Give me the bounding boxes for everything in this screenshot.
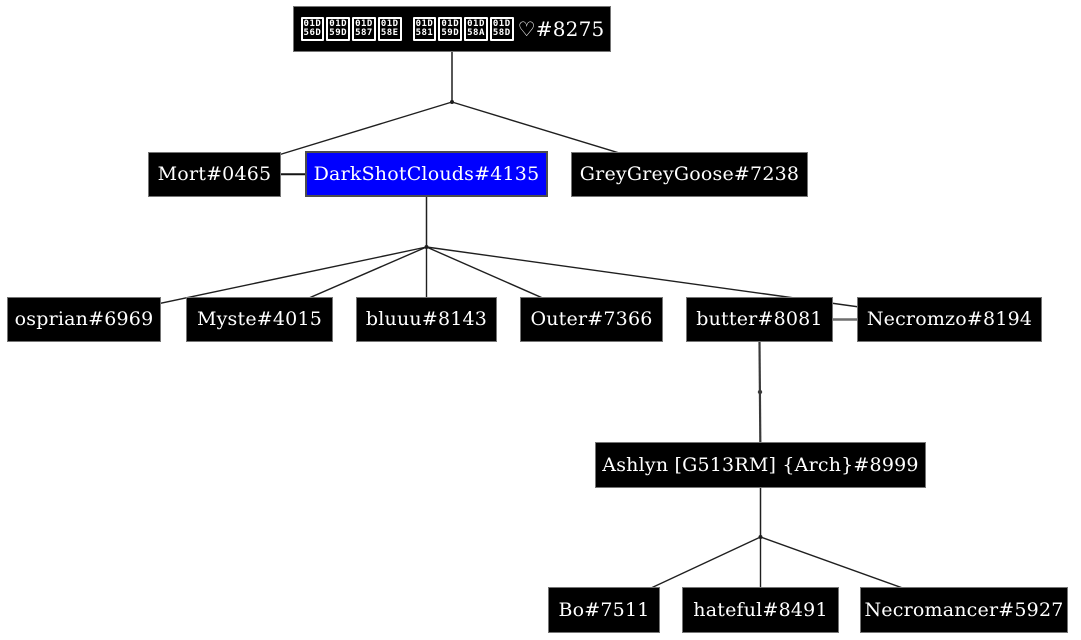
node-label: Myste#4015 <box>196 308 323 330</box>
node-label: GreyGreyGoose#7238 <box>579 163 800 185</box>
node-label: Outer#7366 <box>530 308 653 330</box>
tree-node-hateful: hateful#8491 <box>682 587 839 633</box>
tree-node-necromancer: Necromancer#5927 <box>860 587 1068 633</box>
tree-node-myste: Myste#4015 <box>186 297 333 342</box>
node-label: Bo#7511 <box>558 598 650 621</box>
node-label: hateful#8491 <box>693 598 828 621</box>
node-label: Ashlyn [G513RM] {Arch}#8999 <box>602 453 919 476</box>
branch-point-dot <box>757 389 763 395</box>
tree-node-necromzo: Necromzo#8194 <box>857 297 1042 342</box>
node-label: ♡#8275 <box>517 17 605 41</box>
tree-node-darkshotclouds: DarkShotClouds#4135 <box>305 151 548 197</box>
node-label: Necromancer#5927 <box>864 598 1064 621</box>
tree-node-mort: Mort#0465 <box>148 152 281 197</box>
tree-node-ashlyn: Ashlyn [G513RM] {Arch}#8999 <box>595 442 926 488</box>
node-label: bluuu#8143 <box>365 308 488 330</box>
tree-node-greygreygoose: GreyGreyGoose#7238 <box>571 152 808 197</box>
tree-node-bo: Bo#7511 <box>548 587 660 633</box>
tree-node-bluuu: bluuu#8143 <box>356 297 497 342</box>
node-label: Necromzo#8194 <box>866 308 1033 330</box>
tree-node-outer: Outer#7366 <box>520 297 663 342</box>
tree-node-osprian: osprian#6969 <box>7 297 161 342</box>
node-label: butter#8081 <box>696 308 823 330</box>
node-label: osprian#6969 <box>14 308 154 330</box>
node-label: DarkShotClouds#4135 <box>313 162 540 185</box>
node-label: Mort#0465 <box>157 163 272 185</box>
tree-node-butter: butter#8081 <box>686 297 833 342</box>
